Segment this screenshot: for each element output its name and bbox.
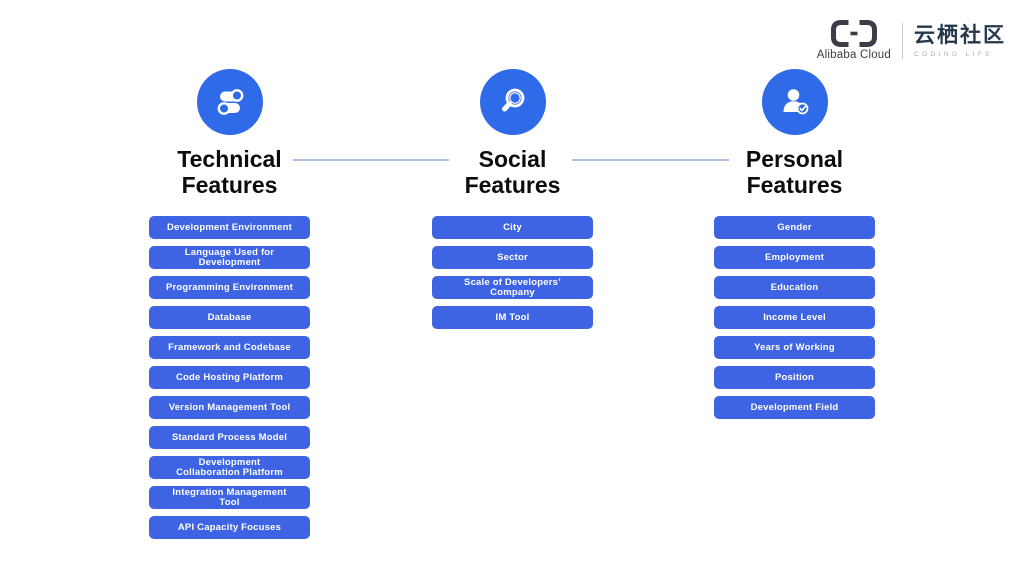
feature-pill-scale-of-developers-company: Scale of Developers’ Company (432, 276, 593, 299)
feature-pill-income-level: Income Level (714, 306, 875, 329)
feature-pill-standard-process-model: Standard Process Model (149, 426, 310, 449)
feature-pill-sector: Sector (432, 246, 593, 269)
alibaba-cloud-label: Alibaba Cloud (816, 49, 891, 61)
feature-pill-language-used-for-development: Language Used for Development (149, 246, 310, 269)
column-icon-circle (479, 69, 546, 135)
yunqi-community-tagline: CODING LIFE (914, 50, 993, 58)
yunqi-community-name: 云栖社区 (914, 23, 1006, 47)
connector-line-left (293, 159, 449, 161)
feature-pill-development-collaboration-platform: Development Collaboration Platform (149, 456, 310, 479)
column-icon-circle (196, 69, 263, 135)
feature-pill-version-management-tool: Version Management Tool (149, 396, 310, 419)
logo-divider (902, 22, 903, 59)
person-check-icon (783, 89, 808, 115)
column-technical: Technical Features Development Environme… (144, 69, 315, 546)
column-title: Technical Features (177, 146, 282, 198)
magnifier-icon (501, 88, 524, 112)
feature-pill-code-hosting-platform: Code Hosting Platform (149, 366, 310, 389)
feature-pill-position: Position (714, 366, 875, 389)
feature-pill-programming-environment: Programming Environment (149, 276, 310, 299)
feature-pill-years-of-working: Years of Working (714, 336, 875, 359)
column-icon-circle (761, 69, 828, 135)
feature-pill-development-environment: Development Environment (149, 216, 310, 239)
feature-pill-im-tool: IM Tool (432, 306, 593, 329)
column-title: Personal Features (745, 146, 844, 198)
alibaba-cloud-logo: Alibaba Cloud (817, 20, 891, 61)
column-title: Social Features (464, 146, 561, 198)
yunqi-community-logo: 云栖社区 CODING LIFE (914, 24, 1006, 58)
feature-pill-gender: Gender (714, 216, 875, 239)
brand-logo: Alibaba Cloud 云栖社区 CODING LIFE (817, 20, 1006, 61)
feature-pill-database: Database (149, 306, 310, 329)
feature-pill-integration-management-tool: Integration Management Tool (149, 486, 310, 509)
connector-line-right (572, 159, 729, 161)
feature-pill-education: Education (714, 276, 875, 299)
toggles-icon (217, 89, 243, 115)
feature-pill-api-capacity-focuses: API Capacity Focuses (149, 516, 310, 539)
feature-pill-framework-and-codebase: Framework and Codebase (149, 336, 310, 359)
feature-pill-city: City (432, 216, 593, 239)
feature-pill-employment: Employment (714, 246, 875, 269)
feature-pill-development-field: Development Field (714, 396, 875, 419)
alibaba-cloud-brackets-icon (830, 20, 877, 47)
